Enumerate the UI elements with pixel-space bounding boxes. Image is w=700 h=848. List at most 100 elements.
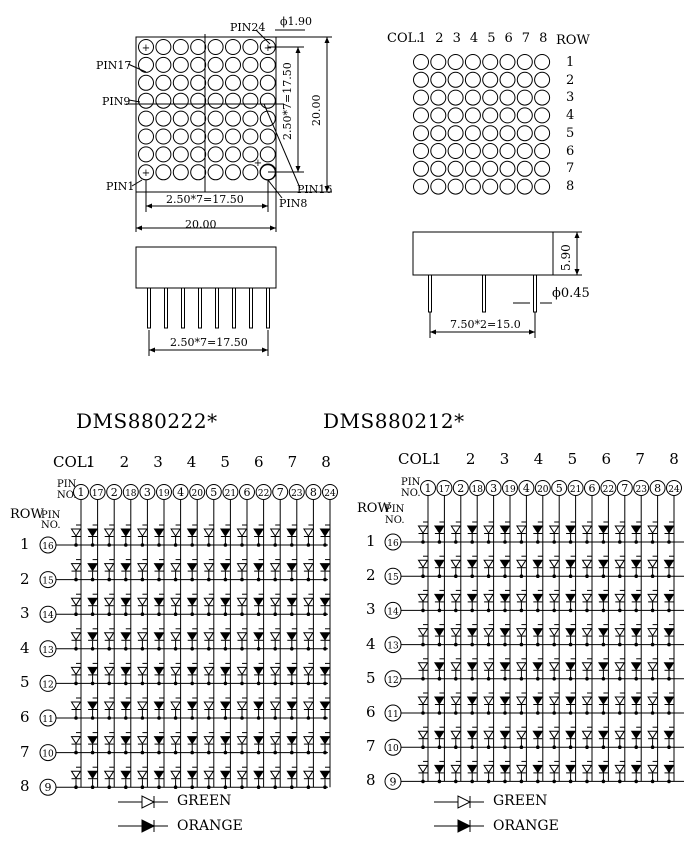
legend-left-orange-symbol bbox=[141, 819, 156, 833]
right-diode bbox=[417, 559, 429, 569]
right-diode bbox=[483, 559, 495, 569]
left-junction bbox=[207, 681, 211, 686]
front-dot bbox=[225, 128, 241, 145]
right-diode bbox=[499, 593, 511, 603]
legend-left-green-symbol bbox=[141, 795, 156, 809]
left-junction bbox=[323, 750, 327, 755]
left-col-5: 5 bbox=[220, 453, 230, 471]
left-junction bbox=[240, 785, 244, 789]
right-colpin-circle bbox=[567, 480, 584, 496]
left-diode bbox=[302, 563, 314, 572]
right-col-6: 6 bbox=[601, 450, 612, 468]
dim-height-arrow-a bbox=[324, 37, 330, 43]
left-diode bbox=[203, 563, 215, 572]
right-diode bbox=[565, 696, 577, 705]
right-junction bbox=[437, 642, 442, 647]
right-colpin-circle bbox=[584, 480, 600, 496]
left-colpin-circle bbox=[139, 484, 156, 500]
left-diode bbox=[170, 632, 182, 641]
left-colpin-3: 3 bbox=[144, 486, 151, 499]
left-junction bbox=[90, 577, 95, 582]
right-junction bbox=[454, 745, 458, 749]
layout-col-6: 6 bbox=[504, 31, 513, 46]
right-junction bbox=[503, 574, 507, 578]
left-diode bbox=[286, 701, 298, 710]
left-row-4: 4 bbox=[20, 638, 30, 657]
right-diode bbox=[515, 628, 527, 637]
right-diode bbox=[548, 662, 560, 671]
left-junction bbox=[223, 612, 228, 616]
side-pin bbox=[249, 287, 253, 329]
right-diode bbox=[581, 764, 593, 774]
right-junction bbox=[454, 677, 458, 681]
right-row-no-label: NO. bbox=[385, 515, 405, 526]
left-colpin-22: 22 bbox=[258, 489, 269, 499]
left-junction bbox=[256, 647, 261, 651]
right-diode bbox=[466, 593, 478, 603]
left-diode bbox=[203, 528, 215, 537]
left-colpin-20: 20 bbox=[191, 489, 203, 499]
left-junction bbox=[256, 785, 261, 789]
right-colpin-circle bbox=[633, 480, 650, 496]
right-junction bbox=[650, 677, 655, 681]
layout-row-label: ROW bbox=[556, 33, 590, 48]
pin-marker-br: + bbox=[254, 158, 262, 169]
left-junction bbox=[124, 612, 128, 616]
right-colpin-7: 7 bbox=[621, 482, 628, 495]
right-junction bbox=[519, 540, 524, 544]
right-diode bbox=[548, 593, 560, 603]
dim-height-arrow-b bbox=[324, 186, 330, 192]
left-diode bbox=[136, 632, 148, 641]
layout-col-4: 4 bbox=[469, 31, 479, 46]
front-dot bbox=[259, 92, 276, 109]
right-diode bbox=[614, 662, 626, 671]
right-diode bbox=[614, 593, 626, 603]
right-diode bbox=[597, 662, 609, 671]
front-dot bbox=[207, 164, 224, 181]
left-diode bbox=[120, 563, 132, 572]
layout-dot bbox=[447, 143, 464, 159]
right-junction bbox=[552, 779, 556, 784]
right-junction bbox=[667, 779, 671, 784]
left-junction bbox=[173, 750, 178, 755]
right-diode bbox=[647, 730, 659, 740]
left-diode bbox=[70, 666, 82, 676]
left-junction bbox=[90, 785, 95, 789]
front-dot bbox=[207, 92, 224, 109]
left-junction bbox=[140, 716, 145, 720]
left-junction bbox=[290, 750, 294, 755]
left-junction bbox=[240, 750, 244, 755]
front-dot bbox=[225, 56, 241, 73]
right-diode bbox=[466, 559, 478, 569]
front-dot bbox=[242, 128, 259, 145]
left-junction bbox=[290, 647, 294, 651]
right-junction bbox=[454, 711, 458, 715]
right-junction bbox=[568, 608, 573, 613]
left-diode bbox=[253, 770, 265, 780]
right-diode bbox=[499, 628, 511, 637]
left-diode bbox=[153, 632, 165, 641]
left-diode bbox=[70, 701, 82, 710]
side2-body bbox=[412, 231, 554, 276]
layout-row-5: 5 bbox=[566, 125, 575, 141]
right-junction bbox=[421, 608, 425, 613]
left-diode bbox=[219, 701, 231, 710]
left-junction bbox=[306, 577, 311, 582]
left-diode bbox=[153, 736, 165, 745]
left-diode bbox=[286, 528, 298, 537]
right-junction bbox=[470, 642, 475, 647]
right-junction bbox=[618, 574, 622, 578]
front-dot bbox=[242, 92, 259, 109]
layout-dot bbox=[482, 125, 499, 142]
right-diode bbox=[450, 559, 462, 569]
right-colpin-2: 2 bbox=[457, 482, 464, 495]
right-diode bbox=[630, 764, 642, 774]
right-row-5: 5 bbox=[366, 668, 376, 687]
left-junction bbox=[290, 577, 294, 582]
left-diode bbox=[170, 528, 182, 537]
left-diode bbox=[136, 666, 148, 676]
left-diode bbox=[170, 563, 182, 572]
dim-vertical-label: 2.50*7=17.50 bbox=[281, 62, 294, 140]
right-diode bbox=[581, 593, 593, 603]
